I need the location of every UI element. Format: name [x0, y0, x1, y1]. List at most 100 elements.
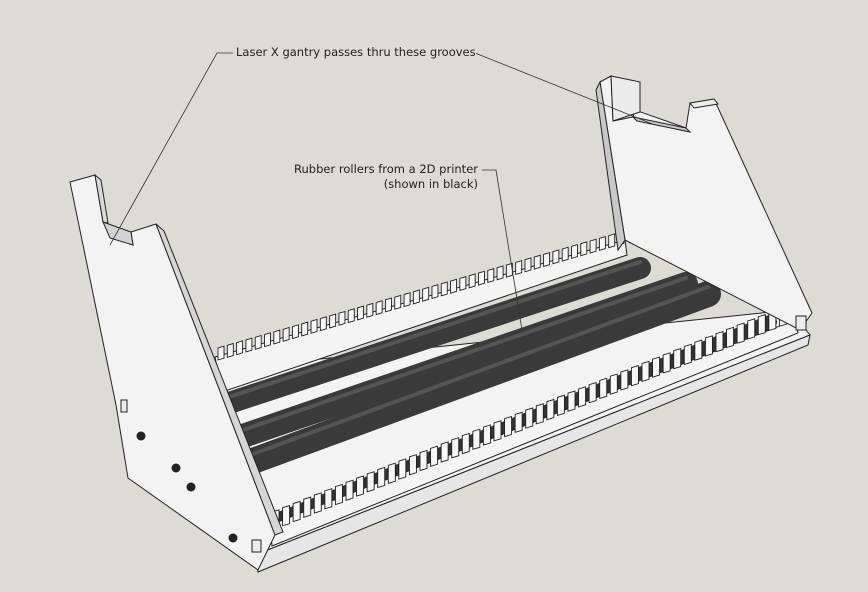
annotation-rollers-line1: Rubber rollers from a 2D printer: [294, 162, 478, 176]
comb-tooth: [715, 331, 724, 353]
comb-tooth: [291, 324, 299, 340]
comb-tooth: [419, 449, 428, 472]
gantry-groove-left: [102, 221, 134, 246]
comb-tooth: [524, 257, 532, 273]
comb-tooth: [543, 251, 551, 268]
comb-tooth: [313, 492, 322, 514]
comb-tooth: [599, 377, 608, 400]
comb-tooth: [440, 281, 448, 297]
annotation-gantry-grooves: Laser X gantry passes thru these grooves: [236, 45, 476, 60]
comb-tooth: [324, 488, 333, 510]
comb-tooth: [366, 302, 374, 318]
comb-tooth: [403, 292, 411, 308]
comb-tooth: [567, 390, 576, 412]
comb-tooth: [303, 496, 312, 518]
roller-front: [229, 281, 721, 478]
comb-tooth: [556, 394, 565, 416]
comb-tooth: [726, 326, 735, 349]
comb-tooth: [535, 403, 544, 425]
comb-tooth: [552, 249, 560, 265]
comb-tooth: [459, 276, 467, 292]
comb-tooth: [487, 268, 495, 284]
left-side-panel: [69, 173, 284, 571]
comb-tooth: [546, 398, 555, 421]
comb-tooth: [461, 432, 470, 455]
comb-tooth: [683, 343, 692, 366]
comb-tooth: [282, 505, 291, 527]
comb-tooth: [580, 241, 588, 257]
comb-tooth: [357, 305, 364, 321]
comb-tooth: [254, 334, 262, 350]
comb-tooth: [620, 369, 629, 391]
comb-tooth: [450, 278, 458, 294]
comb-tooth: [747, 318, 756, 340]
comb-tooth: [264, 332, 271, 348]
comb-tooth: [319, 316, 327, 332]
comb-tooth: [578, 386, 587, 408]
comb-tooth: [493, 420, 502, 442]
comb-tooth: [504, 415, 513, 438]
comb-tooth: [588, 381, 597, 404]
comb-tooth: [561, 246, 569, 262]
bolt-hole: [136, 431, 146, 441]
comb-tooth: [245, 337, 253, 353]
comb-tooth: [525, 407, 534, 429]
comb-tooth: [217, 345, 225, 361]
comb-tooth: [301, 321, 309, 337]
comb-tooth: [496, 265, 504, 281]
comb-tooth: [398, 458, 407, 480]
comb-tooth: [422, 286, 430, 302]
comb-tooth: [505, 262, 513, 278]
comb-tooth: [408, 454, 417, 476]
comb-tooth: [226, 342, 234, 358]
comb-tooth: [430, 445, 439, 467]
comb-tooth: [514, 411, 523, 433]
comb-tooth: [609, 373, 618, 395]
comb-tooth: [533, 254, 541, 270]
comb-tooth: [334, 483, 343, 506]
comb-tooth: [694, 339, 703, 361]
annotation-rubber-rollers: Rubber rollers from a 2D printer (shown …: [294, 162, 478, 192]
annotation-rollers-line2: (shown in black): [383, 177, 478, 191]
comb-tooth: [375, 300, 383, 316]
comb-tooth: [736, 322, 745, 344]
comb-tooth: [338, 310, 346, 326]
comb-tooth: [608, 233, 616, 249]
comb-tooth: [598, 235, 606, 251]
comb-tooth: [482, 424, 491, 446]
bolt-hole: [186, 482, 196, 492]
comb-tooth: [387, 462, 396, 484]
roller-middle: [228, 272, 698, 449]
comb-tooth: [431, 284, 439, 300]
comb-tooth: [329, 313, 337, 329]
tab-slot: [120, 399, 128, 413]
comb-tooth: [472, 428, 481, 450]
comb-tooth: [377, 466, 386, 489]
comb-tooth: [478, 270, 485, 286]
comb-tooth: [451, 437, 460, 459]
bolt-hole: [171, 463, 181, 473]
comb-tooth: [662, 352, 671, 374]
comb-tooth: [310, 318, 318, 334]
comb-tooth: [440, 441, 449, 463]
comb-tooth: [292, 500, 301, 523]
gantry-groove-right: [631, 116, 692, 133]
roller-back: [221, 257, 651, 413]
comb-tooth: [641, 360, 650, 383]
tab-slot: [251, 539, 262, 553]
comb-tooth: [236, 340, 244, 356]
tab-slot: [795, 315, 807, 331]
comb-tooth: [468, 273, 476, 289]
leader-rollers: [482, 169, 523, 331]
comb-tooth: [366, 471, 375, 493]
comb-tooth: [384, 297, 392, 313]
comb-tooth: [394, 294, 402, 310]
comb-tooth: [704, 335, 713, 357]
comb-tooth: [356, 475, 365, 497]
comb-tooth: [571, 243, 578, 259]
comb-tooth: [589, 238, 597, 254]
leader-gantry-left: [109, 52, 233, 246]
comb-tooth: [757, 314, 766, 336]
comb-tooth: [630, 364, 639, 387]
